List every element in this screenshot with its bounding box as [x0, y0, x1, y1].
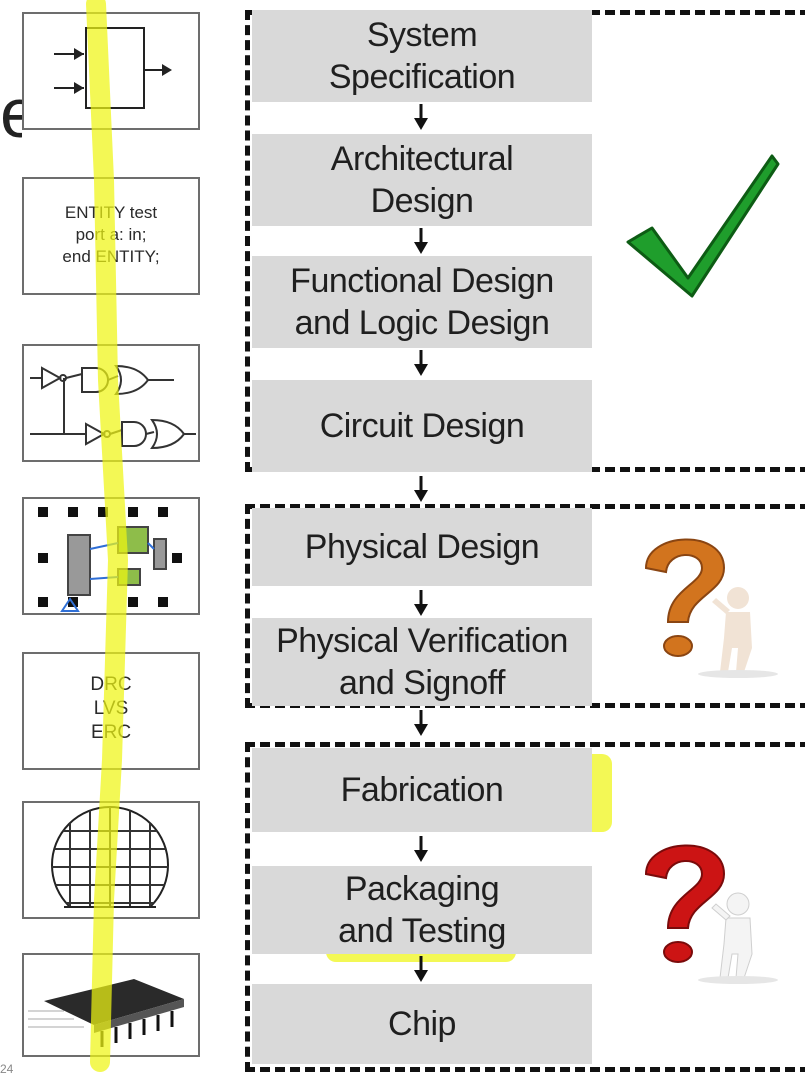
flow-step-system-specification: System Specification [252, 10, 592, 102]
down-arrow-icon [414, 836, 428, 862]
checkmark-icon [626, 154, 780, 298]
flow-step-chip: Chip [252, 984, 592, 1064]
down-arrow-icon [414, 228, 428, 254]
flow-step-architectural-design: Architectural Design [252, 134, 592, 226]
down-arrow-icon [414, 476, 428, 502]
question-figure-icon [644, 538, 778, 678]
block-diagram-icon [54, 27, 172, 109]
flow-step-physical-verification: Physical Verification and Signoff [252, 618, 592, 706]
down-arrow-icon [414, 104, 428, 130]
down-arrow-icon [414, 590, 428, 616]
flow-step-circuit-design: Circuit Design [252, 380, 592, 472]
page-number: 24 [0, 1062, 14, 1076]
logic-gates-icon [30, 364, 196, 450]
question-figure-icon [644, 844, 778, 984]
flow-step-physical-design: Physical Design [252, 508, 592, 586]
flow-step-functional-logic-design: Functional Design and Logic Design [252, 256, 592, 348]
block-diagram-thumbnail [22, 12, 200, 130]
flow-step-packaging-testing: Packaging and Testing [252, 866, 592, 954]
down-arrow-icon [414, 710, 428, 736]
down-arrow-icon [414, 956, 428, 982]
partial-title-glyph: e [0, 78, 22, 148]
highlighter-stroke [86, 0, 129, 1072]
flow-step-fabrication: Fabrication [252, 748, 592, 832]
down-arrow-icon [414, 350, 428, 376]
group-box-manufacturing [245, 742, 805, 1072]
